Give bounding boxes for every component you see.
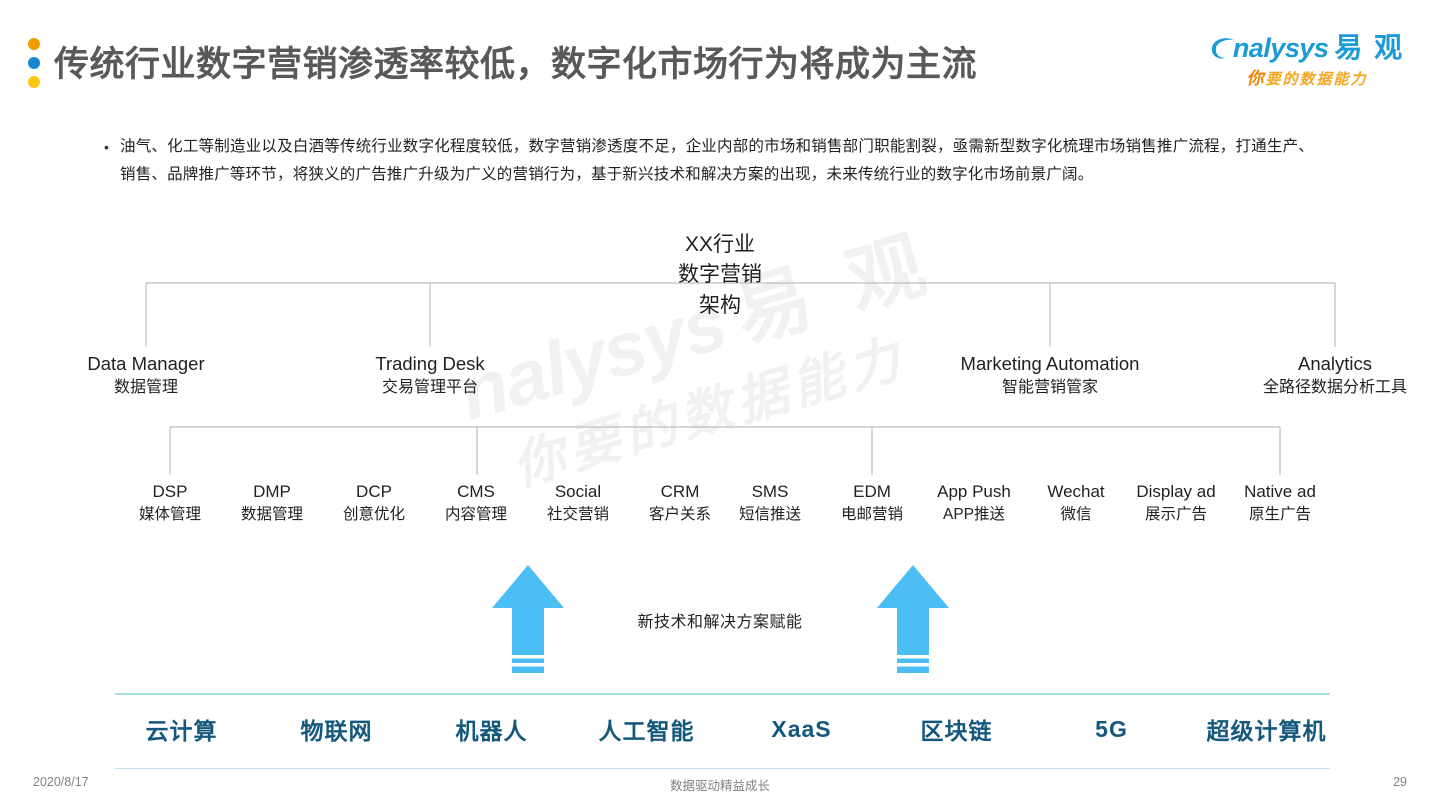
leaf-label-en: Native ad bbox=[1244, 482, 1316, 501]
node-label-en: Data Manager bbox=[87, 353, 205, 374]
tree-leaf-dmp: DMP 数据管理 bbox=[220, 480, 324, 526]
architecture-tree: XX行业 数字营销 架构 Data Manager 数据管理 Trading D… bbox=[0, 225, 1440, 555]
leaf-label-cn: 微信 bbox=[1060, 505, 1092, 523]
tech-item-cloud: 云计算 bbox=[145, 718, 218, 744]
root-line-2: 数字营销 bbox=[678, 263, 762, 287]
tree-node-data-manager: Data Manager 数据管理 bbox=[46, 352, 246, 399]
footer-date: 2020/8/17 bbox=[33, 775, 89, 789]
leaf-label-en: SMS bbox=[751, 482, 789, 501]
leaf-label-en: CRM bbox=[660, 482, 700, 501]
leaf-label-en: App Push bbox=[937, 482, 1011, 501]
technology-row: 云计算 物联网 机器人 人工智能 XaaS 区块链 5G 超级计算机 bbox=[104, 712, 1344, 746]
tree-connector-lines bbox=[145, 282, 1336, 475]
title-dots bbox=[28, 38, 44, 95]
logo-tagline-lead: 你 bbox=[1246, 69, 1266, 89]
leaf-label-en: Social bbox=[554, 482, 602, 501]
root-line-3: 架构 bbox=[699, 293, 741, 317]
footer-divider bbox=[115, 768, 1330, 769]
tree-node-marketing-automation: Marketing Automation 智能营销管家 bbox=[910, 352, 1190, 399]
footer-slogan: 数据驱动精益成长 bbox=[669, 779, 770, 793]
leaf-label-cn: 客户关系 bbox=[648, 505, 711, 523]
root-line-1: XX行业 bbox=[684, 233, 755, 256]
page-title: 传统行业数字营销渗透率较低，数字化市场行为将成为主流 bbox=[54, 45, 978, 84]
leaf-label-cn: 内容管理 bbox=[444, 505, 507, 523]
tech-item-iot: 物联网 bbox=[300, 718, 373, 744]
leaf-label-en: Wechat bbox=[1047, 482, 1105, 501]
footer-page-number: 29 bbox=[1393, 775, 1407, 789]
tech-item-robotics: 机器人 bbox=[455, 718, 528, 744]
leaf-label-cn: 媒体管理 bbox=[138, 505, 201, 523]
leaf-label-en: DMP bbox=[253, 482, 291, 501]
leaf-label-cn: APP推送 bbox=[942, 505, 1005, 523]
tree-leaf-crm: CRM 客户关系 bbox=[628, 480, 732, 526]
leaf-label-en: DCP bbox=[356, 482, 392, 501]
enablement-label: 新技术和解决方案赋能 bbox=[637, 614, 803, 631]
up-arrow-icon bbox=[877, 565, 949, 673]
leaf-label-cn: 数据管理 bbox=[240, 505, 303, 523]
node-label-en: Marketing Automation bbox=[960, 353, 1140, 374]
logo-brand-cn: 易 观 bbox=[1334, 32, 1405, 63]
logo-tagline: 你要的数据能力 bbox=[1202, 64, 1412, 89]
leaf-label-cn: 展示广告 bbox=[1144, 505, 1207, 523]
leaf-label-en: Display ad bbox=[1136, 482, 1216, 501]
tree-node-analytics: Analytics 全路径数据分析工具 bbox=[1215, 352, 1440, 399]
leaf-label-en: DSP bbox=[152, 482, 188, 501]
leaf-label-en: CMS bbox=[457, 482, 495, 501]
logo-tagline-rest: 要的数据能力 bbox=[1265, 71, 1368, 89]
up-arrow-icon bbox=[492, 565, 564, 673]
tree-leaf-cms: CMS 内容管理 bbox=[424, 480, 528, 526]
node-label-cn: 全路径数据分析工具 bbox=[1262, 378, 1407, 396]
node-label-en: Trading Desk bbox=[375, 353, 485, 374]
tree-leaf-native-ad: Native ad 原生广告 bbox=[1224, 480, 1336, 526]
orange-dot bbox=[28, 38, 40, 50]
leaf-label-cn: 原生广告 bbox=[1248, 505, 1311, 523]
paragraph-text: 油气、化工等制造业以及白酒等传统行业数字化程度较低，数字营销渗透度不足，企业内部… bbox=[120, 138, 1314, 183]
tech-item-xaas: XaaS bbox=[771, 715, 832, 742]
tree-leaf-display-ad: Display ad 展示广告 bbox=[1120, 480, 1232, 526]
tree-root-node: XX行业 数字营销 架构 bbox=[640, 230, 800, 321]
logo-swoosh-icon bbox=[1211, 38, 1234, 59]
leaf-label-cn: 短信推送 bbox=[738, 505, 801, 523]
leaf-label-en: EDM bbox=[853, 482, 891, 501]
tree-node-trading-desk: Trading Desk 交易管理平台 bbox=[330, 352, 530, 399]
up-arrow-right bbox=[875, 563, 951, 673]
tech-divider bbox=[115, 693, 1330, 695]
node-label-en: Analytics bbox=[1297, 353, 1373, 374]
tree-leaf-wechat: Wechat 微信 bbox=[1024, 480, 1128, 526]
blue-dot bbox=[28, 57, 40, 69]
yellow-dot bbox=[28, 76, 40, 88]
body-paragraph: • 油气、化工等制造业以及白酒等传统行业数字化程度较低，数字营销渗透度不足，企业… bbox=[104, 133, 1314, 189]
leaf-label-cn: 电邮营销 bbox=[840, 505, 903, 523]
up-arrow-left bbox=[490, 563, 566, 673]
leaf-label-cn: 创意优化 bbox=[342, 505, 405, 523]
node-label-cn: 交易管理平台 bbox=[381, 378, 478, 396]
tree-leaf-social: Social 社交营销 bbox=[526, 480, 630, 526]
tree-leaf-dsp: DSP 媒体管理 bbox=[118, 480, 222, 526]
leaf-label-cn: 社交营销 bbox=[546, 505, 609, 523]
tree-leaf-app-push: App Push APP推送 bbox=[918, 480, 1030, 526]
tech-item-supercomputer: 超级计算机 bbox=[1206, 718, 1327, 744]
tech-item-5g: 5G bbox=[1095, 715, 1128, 742]
tech-item-ai: 人工智能 bbox=[598, 718, 695, 744]
bullet-marker: • bbox=[104, 139, 109, 155]
tech-item-blockchain: 区块链 bbox=[920, 718, 993, 744]
logo-brand-en: nalysys bbox=[1232, 33, 1329, 63]
node-label-cn: 数据管理 bbox=[113, 378, 178, 396]
tree-leaf-edm: EDM 电邮营销 bbox=[820, 480, 924, 526]
tree-leaf-dcp: DCP 创意优化 bbox=[322, 480, 426, 526]
node-label-cn: 智能营销管家 bbox=[1001, 378, 1098, 396]
tree-leaf-sms: SMS 短信推送 bbox=[718, 480, 822, 526]
